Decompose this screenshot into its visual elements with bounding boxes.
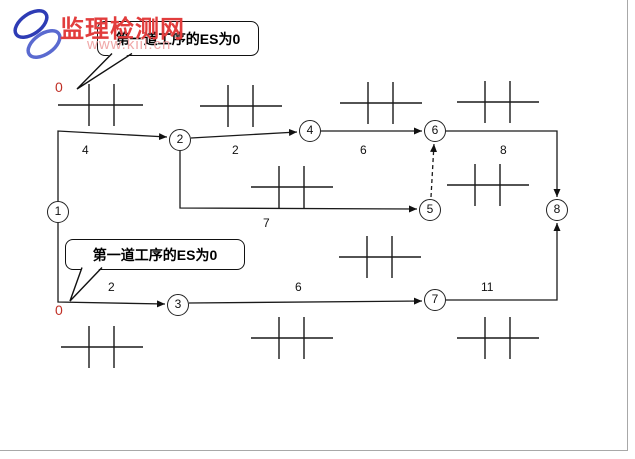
duration-label-2-4: 2	[232, 143, 239, 157]
duration-label-3-7: 6	[295, 280, 302, 294]
es-zero-top: 0	[55, 79, 63, 95]
edge-5-6-dummy	[430, 143, 438, 198]
node-3: 3	[167, 294, 189, 316]
node-6: 6	[424, 120, 446, 142]
time-grid-mark	[251, 166, 333, 208]
es-zero-bottom: 0	[55, 302, 63, 318]
node-2: 2	[169, 129, 191, 151]
time-grid-mark	[340, 82, 422, 124]
duration-label-1-2: 4	[82, 143, 89, 157]
duration-label-2-5: 7	[263, 216, 270, 230]
time-grid-mark	[447, 164, 529, 206]
node-7: 7	[424, 289, 446, 311]
edge-6-8	[446, 130, 561, 197]
edge-1-2	[57, 130, 168, 201]
edge-7-8	[446, 223, 561, 301]
window-border-bottom	[0, 450, 628, 451]
edge-2-5	[179, 151, 418, 213]
time-grid-mark	[457, 81, 539, 123]
duration-label-7-8: 11	[481, 280, 494, 294]
callout-middle: 第一道工序的ES为0	[65, 239, 245, 270]
node-1: 1	[47, 201, 69, 223]
node-8: 8	[546, 199, 568, 221]
time-grid-mark	[200, 85, 282, 127]
duration-label-6-8: 8	[500, 143, 507, 157]
watermark-site-name: 监理检测网	[60, 16, 185, 43]
edge-3-7	[188, 297, 423, 305]
time-grid-mark	[339, 236, 421, 278]
callout-top-text: 第一道工序的ES为0	[115, 30, 241, 47]
watermark-logo-icon	[13, 9, 62, 59]
callout-top: 第一道工序的ES为0	[97, 21, 259, 56]
edge-2-4	[190, 128, 298, 139]
time-grid-mark	[61, 326, 143, 368]
window-border-right	[627, 0, 628, 451]
time-grid-mark	[457, 317, 539, 359]
time-grid-mark	[58, 84, 143, 126]
duration-label-4-6: 6	[360, 143, 367, 157]
node-4: 4	[299, 120, 321, 142]
activity-edges	[57, 127, 561, 308]
callout-middle-tail	[69, 266, 103, 302]
callout-top-tail	[76, 52, 133, 90]
duration-label-1-3: 2	[108, 280, 115, 294]
time-grid-marks	[58, 81, 539, 368]
watermark-site-url: www.kiil.cn	[87, 36, 172, 53]
callout-middle-text: 第一道工序的ES为0	[92, 246, 218, 263]
time-grid-mark	[251, 317, 333, 359]
node-5: 5	[419, 199, 441, 221]
